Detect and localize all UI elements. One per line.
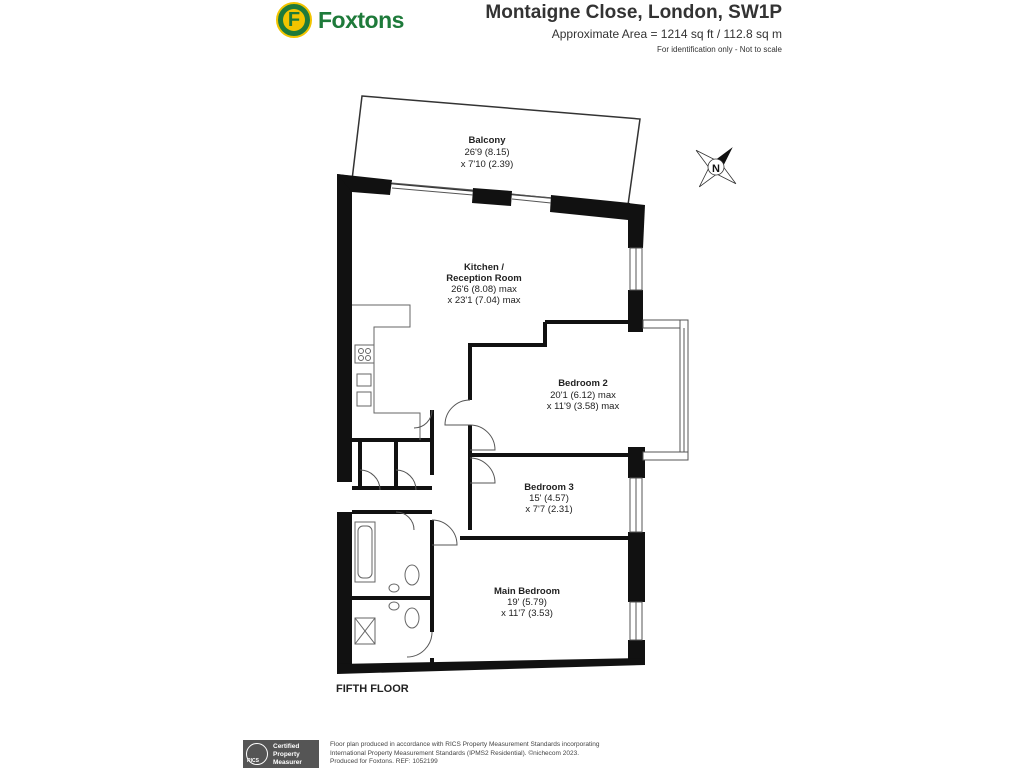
windows: [629, 247, 643, 641]
room-dim2: x 11'9 (3.58) max: [547, 401, 620, 412]
badge-line-1: Certified: [273, 743, 300, 750]
bathroom-fixtures: [354, 521, 420, 645]
floor-label: FIFTH FLOOR: [336, 683, 409, 695]
badge-text: Certified Property Measurer: [273, 743, 319, 767]
kitchen-counter: [352, 304, 421, 440]
top-windows: [391, 182, 552, 204]
toilet-2-icon: [404, 607, 420, 629]
foxtons-logo: F Foxtons: [276, 2, 406, 38]
room-dim2: x 11'7 (3.53): [501, 608, 553, 619]
doors: [359, 399, 496, 658]
room-dim2: x 7'7 (2.31): [525, 504, 572, 515]
room-dim1: 26'9 (8.15): [464, 147, 509, 158]
room-name: Main Bedroom: [494, 586, 560, 597]
room-name: Bedroom 3: [524, 482, 574, 493]
logo-initial: F: [287, 9, 301, 31]
room-name: Bedroom 2: [558, 378, 608, 389]
compass-letter: N: [712, 163, 720, 175]
room-label-bedroom-3: Bedroom 3 15' (4.57) x 7'7 (2.31): [524, 482, 574, 515]
room-dim2: x 23'1 (7.04) max: [447, 295, 520, 306]
footer-note-line-2: International Property Measurement Stand…: [330, 749, 580, 757]
rics-word: RICS: [247, 758, 259, 764]
room-name-2: Reception Room: [446, 273, 521, 284]
room-dim1: 26'6 (8.08) max: [451, 284, 517, 295]
walls: [337, 174, 645, 674]
room-label-kitchen: Kitchen / Reception Room 26'6 (8.08) max…: [446, 262, 521, 306]
property-address: Montaigne Close, London, SW1P: [485, 2, 782, 23]
footer-ref: REF: 1052199: [395, 758, 438, 765]
footer-note-line-3: Produced for Foxtons. REF: 1052199: [330, 758, 630, 767]
room-label-balcony: Balcony 26'9 (8.15) x 7'10 (2.39): [461, 135, 514, 170]
foxtons-badge-icon: [276, 2, 312, 38]
rics-seal-icon: [246, 743, 268, 765]
approximate-area: Approximate Area = 1214 sq ft / 112.8 sq…: [551, 27, 782, 41]
hob-icon: [354, 344, 375, 364]
compass-icon: [695, 147, 737, 188]
basin-icon: [388, 583, 400, 593]
footer-produced-for: Produced for Foxtons.: [330, 758, 394, 765]
shower-icon: [354, 617, 376, 645]
interior-walls: [352, 320, 630, 664]
badge-line-3: Measurer: [273, 759, 302, 766]
brand-name: Foxtons: [318, 7, 404, 33]
disclaimer: For identification only - Not to scale: [657, 45, 782, 54]
sink-icon: [356, 391, 372, 407]
room-dim1: 19' (5.79): [507, 597, 547, 608]
room-dim1: 20'1 (6.12) max: [550, 390, 616, 401]
room-label-main-bedroom: Main Bedroom 19' (5.79) x 11'7 (3.53): [494, 586, 560, 619]
room-name: Balcony: [469, 135, 507, 146]
toilet-icon: [404, 564, 420, 586]
rics-badge: RICS Certified Property Measurer: [243, 740, 319, 768]
badge-line-2: Property: [273, 751, 300, 758]
room-label-bedroom-2: Bedroom 2 20'1 (6.12) max x 11'9 (3.58) …: [547, 378, 620, 412]
bay-window: [642, 319, 689, 461]
footer-note-line-1: Floor plan produced in accordance with R…: [330, 741, 600, 748]
room-dim2: x 7'10 (2.39): [461, 159, 514, 170]
room-name: Kitchen /: [464, 262, 504, 273]
basin-2-icon: [388, 601, 400, 611]
room-dim1: 15' (4.57): [529, 493, 569, 504]
oven-icon: [356, 373, 372, 387]
footer-note: Floor plan produced in accordance with R…: [330, 741, 630, 767]
bath-icon: [354, 521, 376, 583]
